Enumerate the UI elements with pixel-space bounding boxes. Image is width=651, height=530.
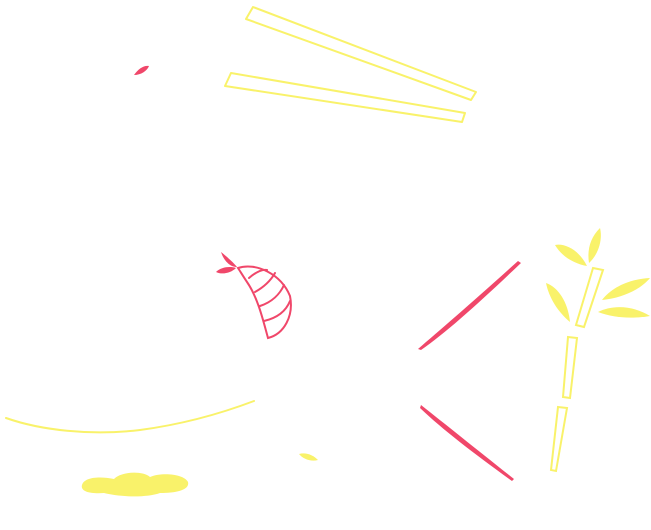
leaf-icon <box>546 283 570 322</box>
shrimp-segment-1 <box>248 268 268 279</box>
petal-icon <box>134 65 149 75</box>
shrimp-segment-4 <box>263 300 291 322</box>
shrimp-body-outline <box>236 265 292 340</box>
leaf-icon <box>598 307 650 318</box>
brush-stroke-upper <box>418 261 521 350</box>
shrimp-icon <box>216 252 292 340</box>
bamboo-segment-middle <box>561 335 579 400</box>
petal-icon <box>299 453 318 461</box>
chopstick-lower <box>224 72 466 123</box>
shrimp-tail-fin <box>221 252 237 267</box>
plate-arc-icon <box>5 400 255 434</box>
leaf-icon <box>602 278 650 300</box>
shrimp-tail-fin-lower <box>216 267 236 274</box>
chopsticks-icon <box>224 6 477 123</box>
bamboo-segment-top <box>574 266 605 329</box>
shrimp-segment-2 <box>254 272 276 293</box>
chopstick-upper <box>245 6 477 101</box>
brush-stroke-lower <box>420 405 514 481</box>
cloud-blob-icon <box>81 472 189 497</box>
leaf-icon <box>555 244 587 266</box>
leaf-icon <box>588 228 601 263</box>
shrimp-segment-3 <box>259 284 285 307</box>
bamboo-segment-bottom <box>549 405 569 473</box>
bamboo-icon <box>546 228 650 473</box>
brush-stroke-icon <box>418 261 521 481</box>
